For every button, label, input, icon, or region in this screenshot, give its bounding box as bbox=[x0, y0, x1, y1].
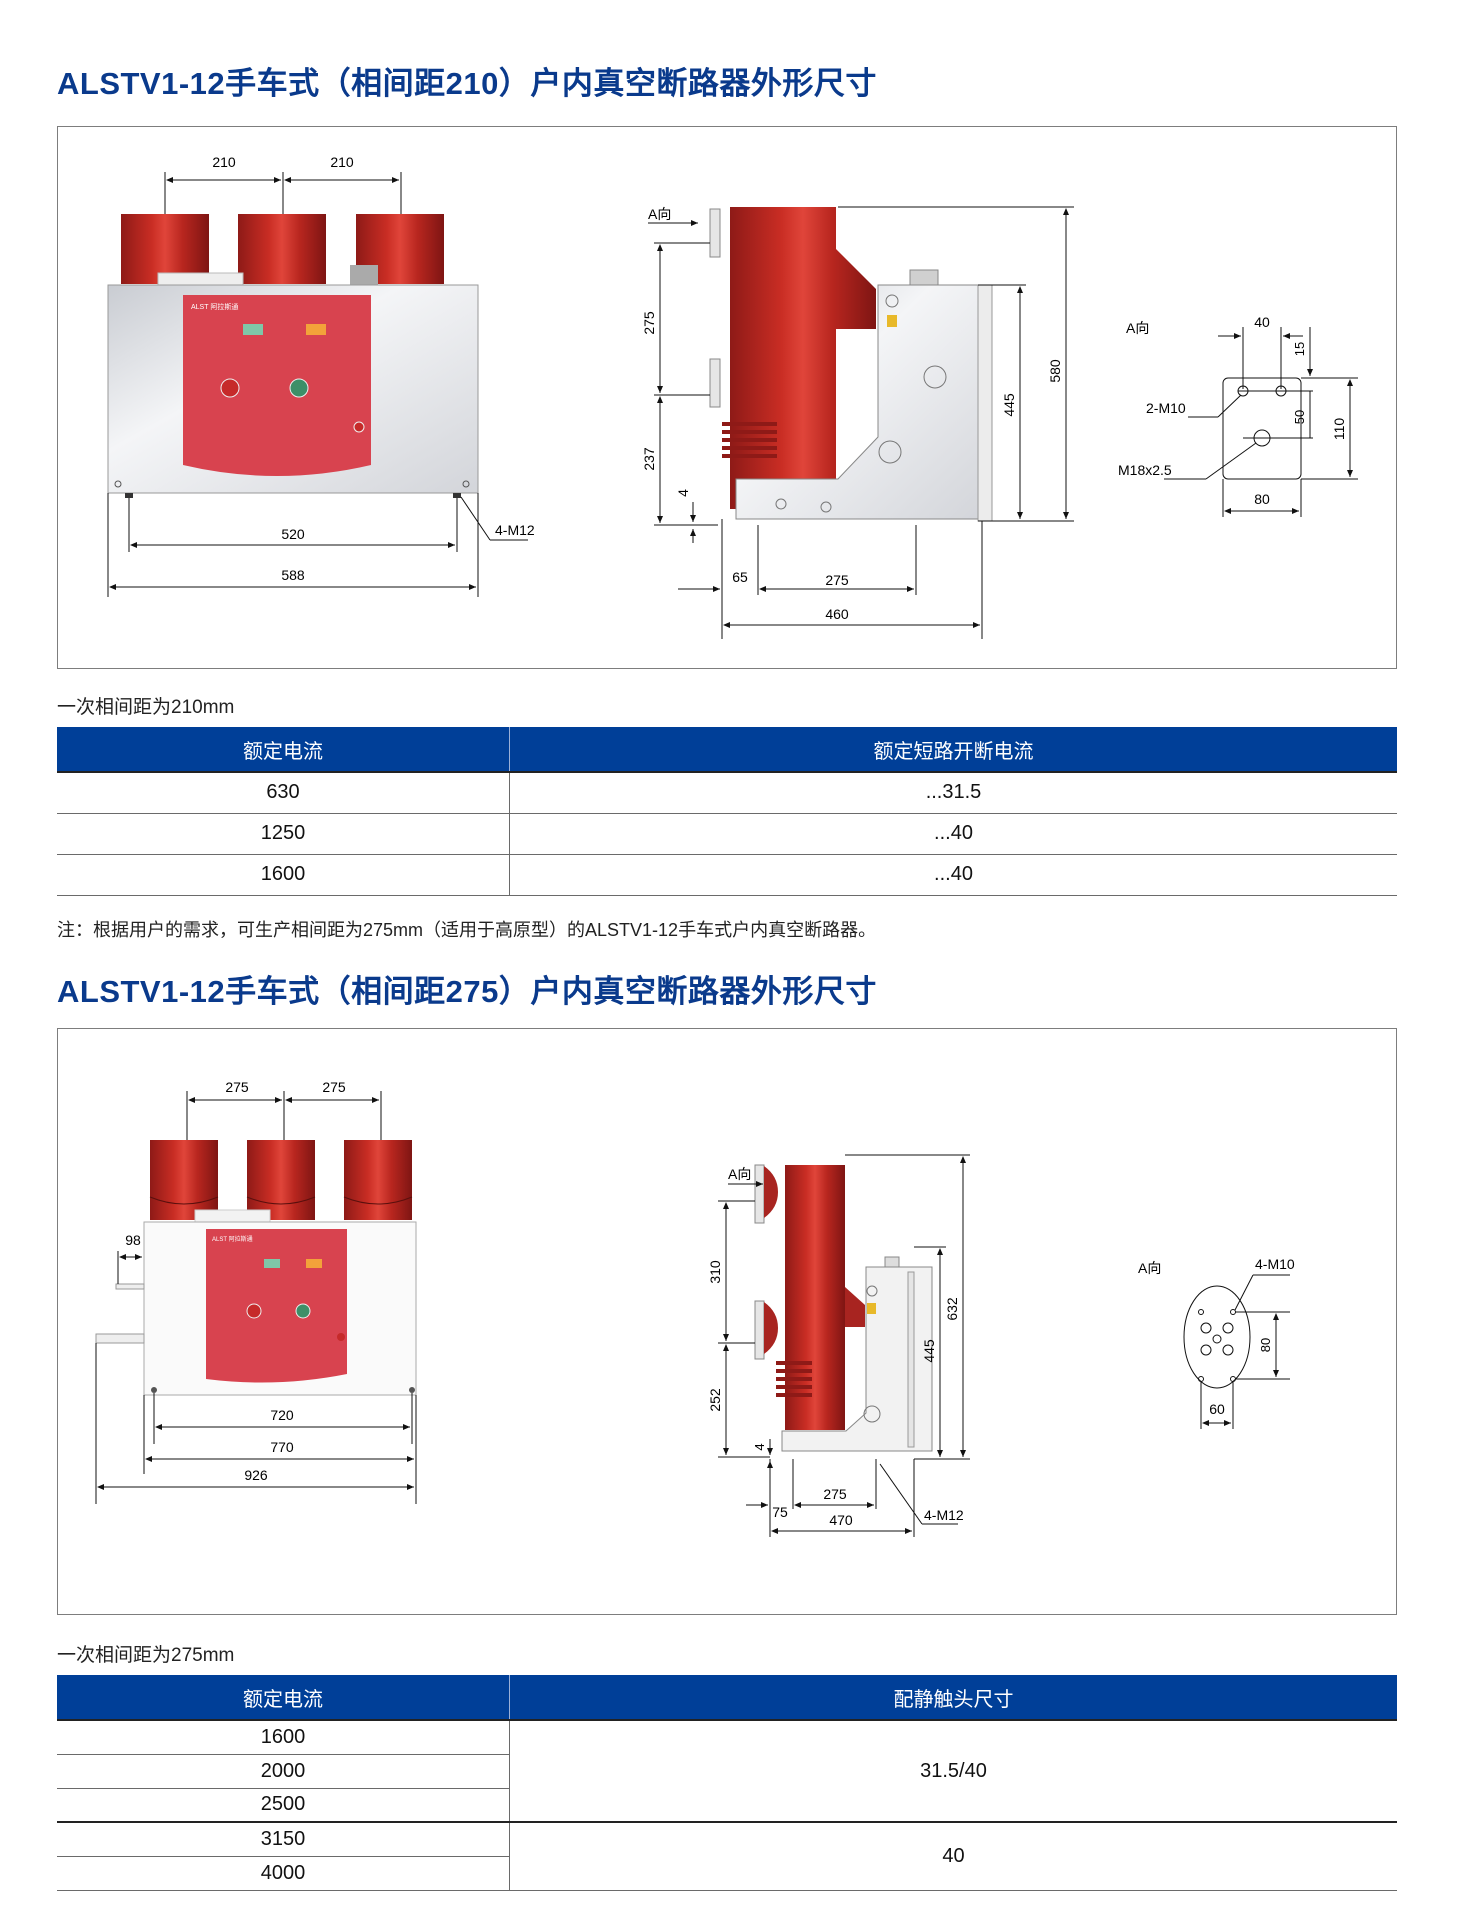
svg-text:M18x2.5: M18x2.5 bbox=[1118, 462, 1172, 478]
section1-drawing-frame: ALST 阿拉斯通 210 210 520 588 4-M12 bbox=[57, 126, 1397, 669]
section1-caption: 一次相间距为210mm bbox=[57, 697, 235, 718]
cell-breaking: ...40 bbox=[509, 813, 1397, 855]
svg-text:4: 4 bbox=[752, 1443, 767, 1450]
table-header-row: 额定电流 额定短路开断电流 bbox=[57, 727, 1397, 773]
svg-text:50: 50 bbox=[1292, 410, 1307, 424]
svg-text:210: 210 bbox=[212, 154, 236, 170]
header-rated-current: 额定电流 bbox=[57, 1675, 510, 1721]
svg-text:445: 445 bbox=[1001, 393, 1017, 417]
cell-current: 630 bbox=[57, 772, 510, 814]
table-row: 2500 bbox=[57, 1788, 1397, 1823]
panel-brand: ALST 阿拉斯通 bbox=[212, 1235, 253, 1243]
header-breaking-current: 额定短路开断电流 bbox=[509, 727, 1397, 773]
section1-drawing: ALST 阿拉斯通 210 210 520 588 4-M12 bbox=[107, 154, 1358, 639]
section2-drawing: ALST 阿拉斯通 275 275 98 720 770 bbox=[95, 1079, 1295, 1537]
svg-text:445: 445 bbox=[921, 1339, 937, 1363]
table-row: 3150 40 bbox=[57, 1822, 1397, 1891]
svg-text:98: 98 bbox=[125, 1232, 141, 1248]
svg-text:470: 470 bbox=[829, 1512, 853, 1528]
svg-text:4-M10: 4-M10 bbox=[1255, 1256, 1295, 1272]
svg-text:275: 275 bbox=[825, 572, 849, 588]
svg-text:310: 310 bbox=[707, 1260, 723, 1284]
svg-text:210: 210 bbox=[330, 154, 354, 170]
svg-text:65: 65 bbox=[732, 569, 748, 585]
table-row: 1250 ...40 bbox=[57, 813, 1397, 855]
svg-text:4-M12: 4-M12 bbox=[495, 522, 535, 538]
svg-text:580: 580 bbox=[1047, 359, 1063, 383]
svg-text:A向: A向 bbox=[1138, 1260, 1161, 1276]
cell-current: 1250 bbox=[57, 813, 510, 855]
section2-contact-table: 额定电流 配静触头尺寸 1600 31.5/40 2000 2500 3150 … bbox=[57, 1675, 1397, 1891]
svg-text:770: 770 bbox=[270, 1439, 294, 1455]
table-row: 2000 bbox=[57, 1754, 1397, 1789]
svg-text:632: 632 bbox=[944, 1297, 960, 1321]
svg-text:75: 75 bbox=[772, 1504, 788, 1520]
section2-title: ALSTV1-12手车式（相间距275）户内真空断路器外形尺寸 bbox=[57, 974, 877, 1009]
svg-text:4-M12: 4-M12 bbox=[924, 1507, 964, 1523]
cell-contact: 31.5/40 bbox=[509, 1720, 1397, 1823]
svg-text:110: 110 bbox=[1331, 418, 1347, 441]
svg-text:80: 80 bbox=[1258, 1338, 1273, 1352]
svg-text:275: 275 bbox=[641, 311, 657, 335]
svg-text:237: 237 bbox=[641, 447, 657, 471]
section2-caption: 一次相间距为275mm bbox=[57, 1645, 235, 1666]
a-view-275: A向 4-M10 80 60 bbox=[1138, 1256, 1295, 1429]
cell-breaking: ...40 bbox=[509, 854, 1397, 896]
svg-text:A向: A向 bbox=[1126, 320, 1149, 336]
svg-text:926: 926 bbox=[244, 1467, 268, 1483]
svg-text:15: 15 bbox=[1292, 342, 1307, 356]
svg-text:720: 720 bbox=[270, 1407, 294, 1423]
svg-text:A向: A向 bbox=[728, 1166, 751, 1182]
svg-text:588: 588 bbox=[281, 567, 305, 583]
table-row: 4000 bbox=[57, 1856, 1397, 1891]
table-header-row: 额定电流 配静触头尺寸 bbox=[57, 1675, 1397, 1721]
svg-text:80: 80 bbox=[1254, 491, 1270, 507]
table-row: 630 ...31.5 bbox=[57, 772, 1397, 814]
front-view-210: ALST 阿拉斯通 210 210 520 588 4-M12 bbox=[107, 154, 535, 597]
cell-current: 2000 bbox=[57, 1754, 510, 1789]
cell-current: 4000 bbox=[57, 1856, 510, 1891]
table-row: 1600 31.5/40 bbox=[57, 1720, 1397, 1823]
cell-current: 1600 bbox=[57, 854, 510, 896]
svg-text:275: 275 bbox=[322, 1079, 346, 1095]
panel-brand: ALST 阿拉斯通 bbox=[191, 302, 238, 311]
section1-note: 注：根据用户的需求，可生产相间距为275mm（适用于高原型）的ALSTV1-12… bbox=[57, 920, 877, 940]
svg-text:275: 275 bbox=[225, 1079, 249, 1095]
cell-current: 1600 bbox=[57, 1720, 510, 1755]
svg-text:252: 252 bbox=[707, 1388, 723, 1412]
section1-title: ALSTV1-12手车式（相间距210）户内真空断路器外形尺寸 bbox=[57, 66, 877, 101]
svg-text:520: 520 bbox=[281, 526, 305, 542]
section1-ratings-table: 额定电流 额定短路开断电流 630 ...31.5 1250 ...40 160… bbox=[57, 727, 1397, 896]
svg-text:2-M10: 2-M10 bbox=[1146, 400, 1186, 416]
cell-contact: 40 bbox=[509, 1822, 1397, 1891]
side-view-210: A向 275 237 4 445 580 65 bbox=[641, 206, 1074, 639]
cell-current: 2500 bbox=[57, 1788, 510, 1823]
svg-text:60: 60 bbox=[1209, 1401, 1225, 1417]
header-contact-size: 配静触头尺寸 bbox=[509, 1675, 1397, 1721]
svg-text:A向: A向 bbox=[648, 206, 671, 222]
svg-text:4: 4 bbox=[675, 489, 691, 497]
table-row: 1600 ...40 bbox=[57, 854, 1397, 896]
svg-text:40: 40 bbox=[1254, 314, 1270, 330]
section2-drawing-frame: ALST 阿拉斯通 275 275 98 720 770 bbox=[57, 1028, 1397, 1615]
cell-breaking: ...31.5 bbox=[509, 772, 1397, 814]
svg-text:460: 460 bbox=[825, 606, 849, 622]
header-rated-current: 额定电流 bbox=[57, 727, 510, 773]
a-view-210: A向 40 15 50 110 80 2-M10 M18x2.5 bbox=[1118, 314, 1358, 517]
cell-current: 3150 bbox=[57, 1822, 510, 1857]
svg-text:275: 275 bbox=[823, 1486, 847, 1502]
front-view-275: ALST 阿拉斯通 275 275 98 720 770 bbox=[95, 1079, 417, 1504]
side-view-275: A向 310 252 4 445 632 75 bbox=[707, 1154, 970, 1537]
